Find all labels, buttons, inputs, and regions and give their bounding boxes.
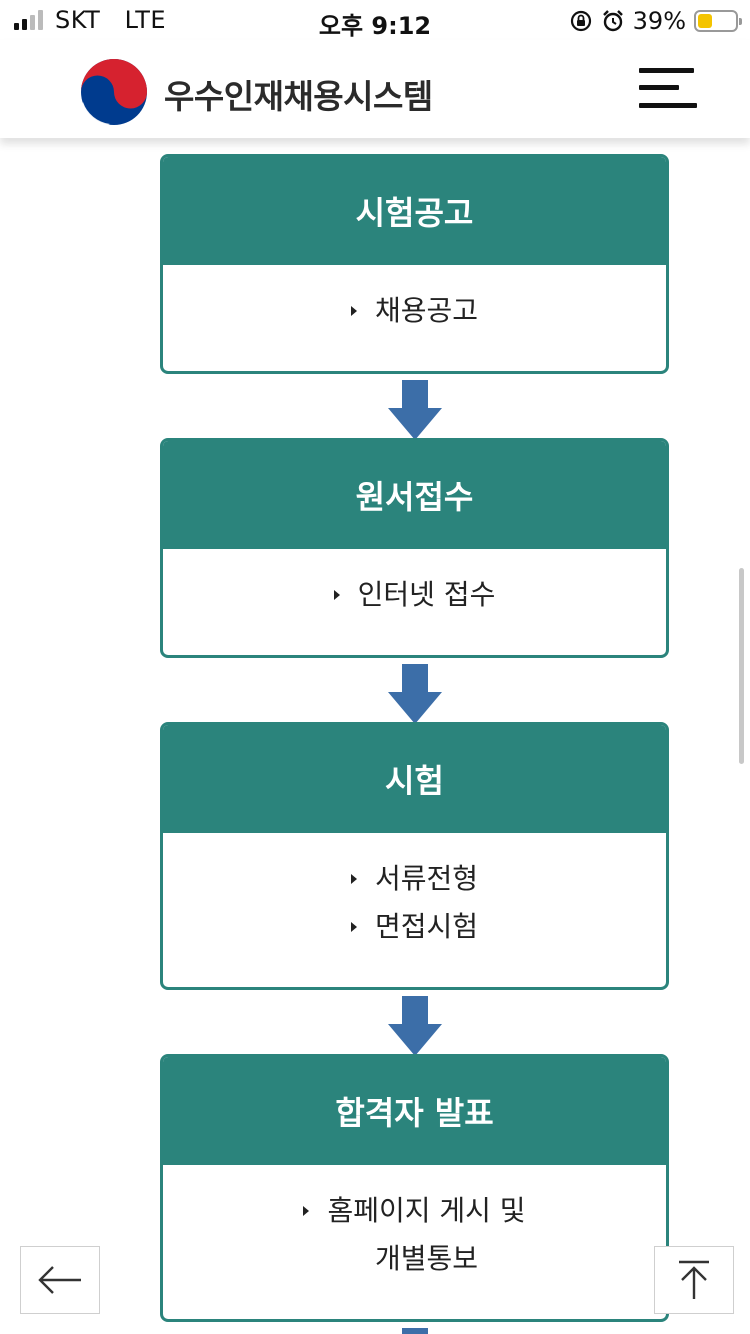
step-title: 원서접수 xyxy=(163,441,666,549)
carrier-label: SKT LTE xyxy=(55,6,167,34)
scrollbar[interactable] xyxy=(739,568,744,764)
step-title: 시험 xyxy=(163,725,666,833)
alarm-icon xyxy=(602,10,623,32)
arrow-down-icon xyxy=(388,996,442,1056)
arrow-up-to-top-icon xyxy=(679,1260,709,1299)
step-item: 인터넷 접수 xyxy=(333,571,495,619)
step-title: 시험공고 xyxy=(163,157,666,265)
orientation-lock-icon xyxy=(570,10,591,32)
hamburger-menu-icon[interactable] xyxy=(636,64,700,112)
step-announcement: 시험공고 채용공고 xyxy=(160,154,669,374)
step-item: 서류전형 xyxy=(350,855,478,903)
triangle-bullet-icon xyxy=(333,590,340,600)
app-header: 우수인재채용시스템 xyxy=(0,40,750,138)
step-item: 면접시험 xyxy=(350,903,478,951)
triangle-bullet-icon xyxy=(303,1206,310,1216)
back-button[interactable] xyxy=(20,1246,100,1314)
step-title: 합격자 발표 xyxy=(163,1057,666,1165)
signal-icon xyxy=(14,10,43,30)
scroll-to-top-button[interactable] xyxy=(654,1246,734,1314)
step-application: 원서접수 인터넷 접수 xyxy=(160,438,669,658)
site-title[interactable]: 우수인재채용시스템 xyxy=(164,77,433,116)
triangle-bullet-icon xyxy=(350,874,357,884)
clock: 오후 9:12 xyxy=(318,12,432,40)
triangle-bullet-icon xyxy=(350,922,357,932)
recruitment-process-flow: 시험공고 채용공고 원서접수 인터넷 접수 시험 서류전형 xyxy=(0,138,750,1334)
step-result-announcement: 합격자 발표 홈페이지 게시 및 개별통보 xyxy=(160,1054,669,1322)
arrow-down-icon xyxy=(402,1328,428,1334)
arrow-left-icon xyxy=(38,1266,81,1294)
battery-icon xyxy=(694,10,742,32)
battery-percent: 39% xyxy=(632,7,686,35)
step-item: 채용공고 xyxy=(350,287,478,335)
step-item: 홈페이지 게시 및 개별통보 xyxy=(303,1187,526,1283)
step-exam: 시험 서류전형 면접시험 xyxy=(160,722,669,990)
triangle-bullet-icon xyxy=(350,306,357,316)
status-right: 39% xyxy=(569,6,742,36)
battery-fill xyxy=(698,14,712,28)
arrow-down-icon xyxy=(388,380,442,440)
taegeuk-emblem-icon xyxy=(81,59,147,126)
status-bar: SKT LTE 오후 9:12 39% xyxy=(0,0,750,40)
arrow-down-icon xyxy=(388,664,442,724)
